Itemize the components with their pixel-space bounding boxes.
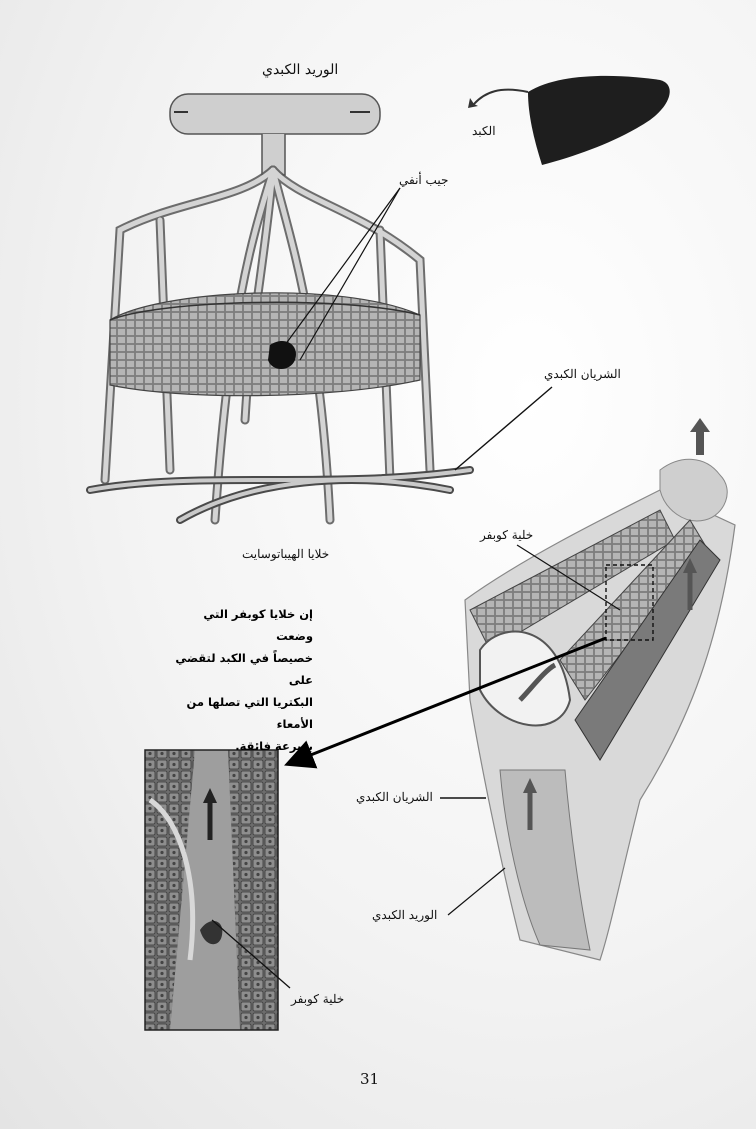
kupffer-inset-image <box>144 749 291 1031</box>
label-liver: الكبد <box>472 124 496 138</box>
label-hepatic-vein-bottom: الوريد الكبدي <box>372 908 438 922</box>
liver-silhouette <box>468 75 670 165</box>
label-sinusoid: جيب أنفي <box>399 173 449 187</box>
liver-segment-diagram <box>284 418 736 961</box>
label-hepatic-artery-top: الشريان الكبدي <box>544 367 621 381</box>
page-number: 31 <box>360 1070 380 1088</box>
label-kupffer-cell-inset: خلية كوبفر <box>291 992 345 1006</box>
label-hepatic-artery-bottom: الشريان الكبدي <box>356 790 433 804</box>
kupffer-caption: إن خلايا كوبفر التي وضعت خصيصاً في الكبد… <box>168 603 313 757</box>
label-hepatic-vein-top: الوريد الكبدي <box>262 62 339 78</box>
label-kupffer-cell: خلية كوبفر <box>480 528 534 542</box>
label-hepatocytes: خلايا الهيباتوسايت <box>242 547 330 561</box>
caption-line: بسرعة فائقة. <box>235 739 313 753</box>
caption-line: خصيصاً في الكبد لتقضي على <box>175 651 313 687</box>
caption-line: إن خلايا كوبفر التي وضعت <box>203 607 313 643</box>
liver-lobule-diagram <box>86 93 553 525</box>
caption-line: البكتريا التي تصلها من الأمعاء <box>186 695 313 731</box>
